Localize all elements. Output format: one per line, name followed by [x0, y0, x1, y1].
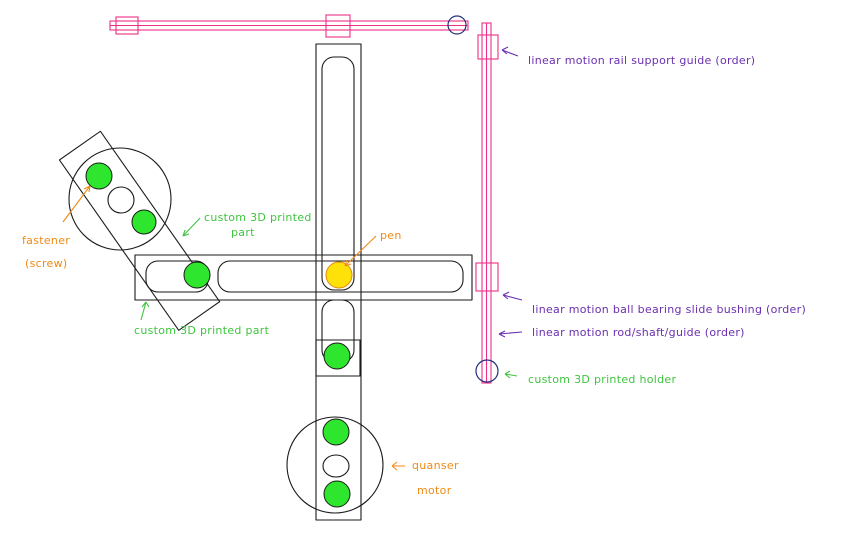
- label-printed-holder: custom 3D printed holder: [528, 373, 676, 386]
- label-pen: pen: [380, 229, 402, 242]
- label-fastener-2: (screw): [25, 257, 68, 270]
- fastener-dot: [323, 342, 351, 370]
- label-motor-1: quanser: [412, 459, 459, 472]
- fastener-dot: [85, 162, 113, 190]
- annotation-arrows: [62, 46, 523, 471]
- label-custom-part-right-2: part: [231, 226, 255, 239]
- right-rail: [475, 22, 499, 384]
- fasteners: [85, 162, 351, 508]
- angled-link: [58, 130, 221, 331]
- pen-dot: [325, 261, 353, 289]
- motor-body: [286, 416, 384, 514]
- label-motor-2: motor: [417, 484, 452, 497]
- label-custom-part-right-1: custom 3D printed: [204, 211, 312, 224]
- label-ball-bearing: linear motion ball bearing slide bushing…: [532, 303, 806, 316]
- horizontal-arm: [134, 254, 473, 301]
- top-rail: [109, 14, 469, 38]
- label-fastener-1: fastener: [22, 234, 70, 247]
- fastener-dot: [323, 480, 351, 508]
- vertical-arm: [315, 43, 362, 521]
- fastener-dot: [322, 418, 350, 446]
- label-rail-support: linear motion rail support guide (order): [528, 54, 755, 67]
- label-rod-shaft: linear motion rod/shaft/guide (order): [532, 326, 745, 339]
- fastener-dot: [183, 261, 211, 289]
- fastener-dot: [131, 209, 157, 235]
- label-custom-part-bottom: custom 3D printed part: [134, 324, 270, 337]
